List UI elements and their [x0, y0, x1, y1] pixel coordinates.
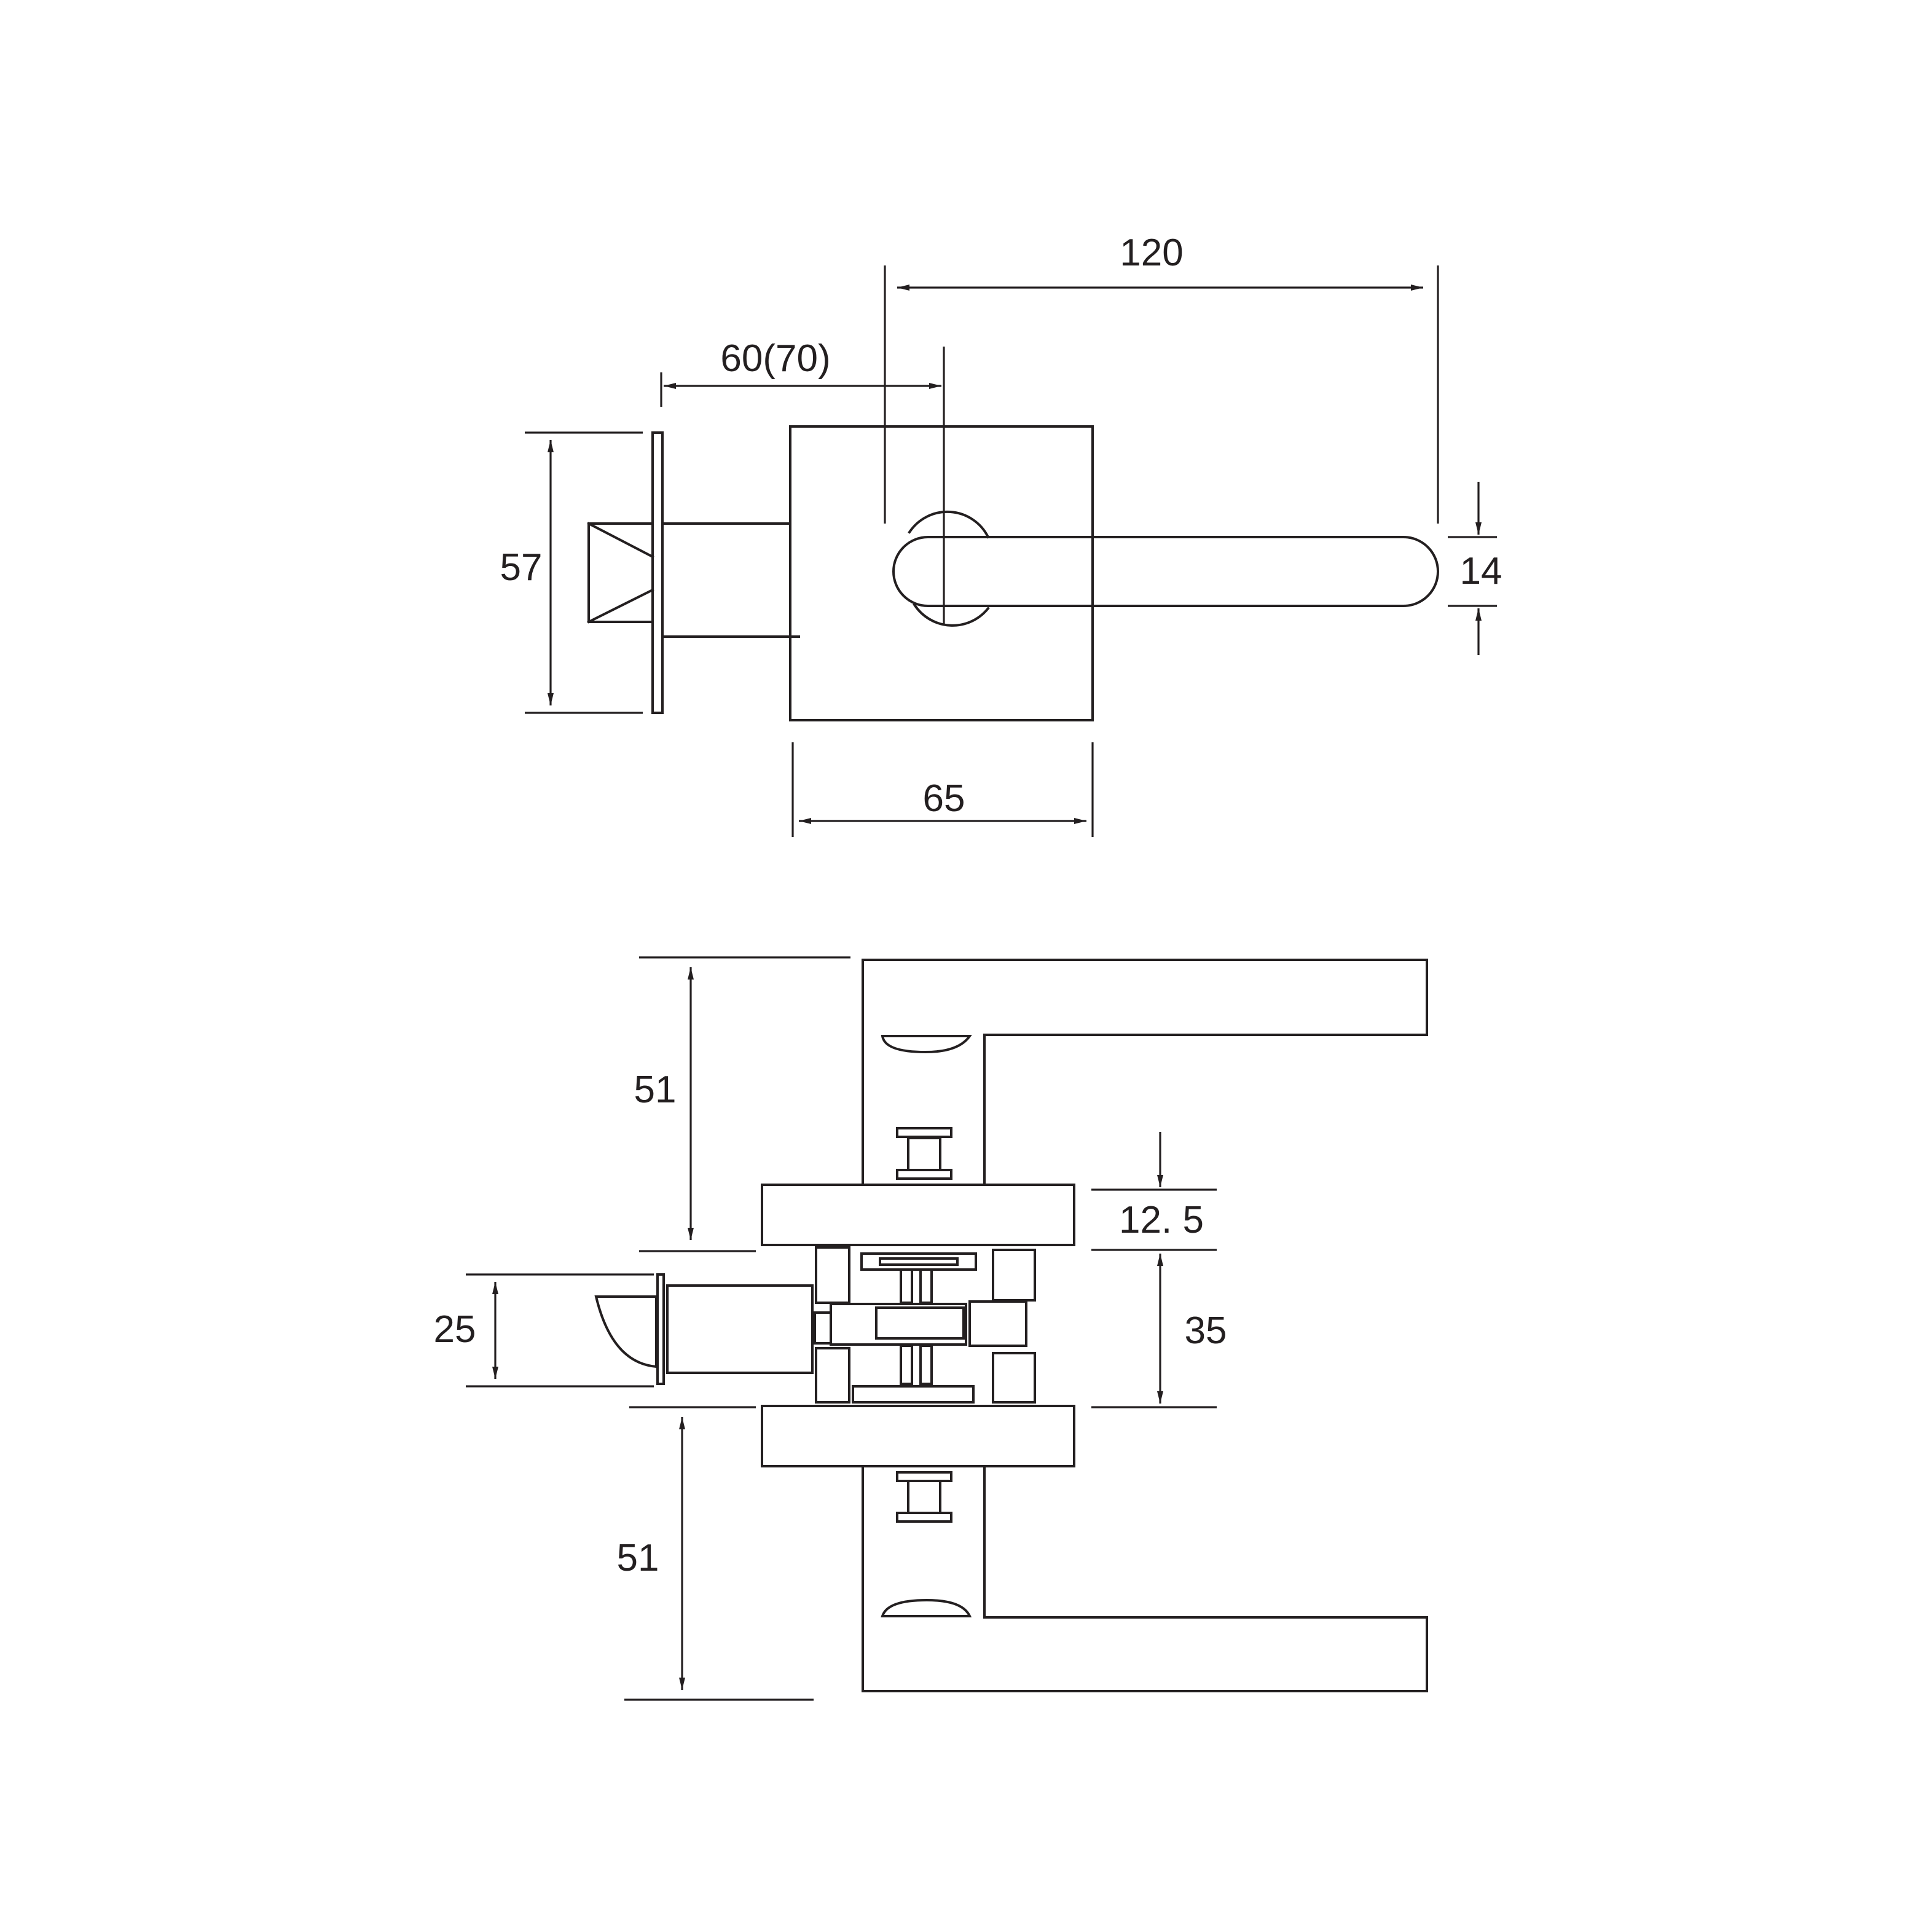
mech-lower-post-right [919, 1345, 933, 1385]
latch-mechanism [814, 1246, 1036, 1404]
dim-label-latch-body-height: 35 [1185, 1310, 1227, 1352]
latch-faceplate-front [656, 1273, 665, 1385]
latch-bolt [587, 522, 654, 624]
mech-lower-post-left [900, 1345, 913, 1385]
dim-label-latch-bolt-height: 25 [434, 1308, 476, 1351]
upper-screw-shaft [907, 1137, 941, 1171]
mech-block-bottom-left [815, 1347, 850, 1404]
upper-rose [761, 1184, 1075, 1246]
latch-bolt-front [594, 1295, 658, 1368]
mech-top-plate [860, 1252, 977, 1271]
dim-label-rose-width: 65 [923, 777, 965, 820]
top-view: 120 60(70) 57 65 14 [500, 232, 1502, 837]
latch-body [666, 1284, 814, 1374]
dim-label-lower-lever-height: 51 [617, 1537, 659, 1579]
dim-label-lever-thickness: 14 [1460, 550, 1502, 592]
mech-spring [814, 1311, 832, 1345]
lower-lever [862, 1466, 1428, 1692]
mech-top-plate-inner [879, 1257, 959, 1266]
mech-block-top-right [992, 1249, 1036, 1302]
lower-screw-shaft [907, 1480, 941, 1514]
mech-centre-inner [875, 1306, 965, 1340]
rose-plate [789, 425, 1094, 721]
upper-screw-base [896, 1169, 952, 1180]
lower-lever-grip-recess [881, 1598, 972, 1617]
mech-side-block-right [968, 1300, 1027, 1347]
dim-label-upper-lever-height: 51 [634, 1069, 677, 1111]
upper-lever-grip-recess [881, 1035, 972, 1054]
front-view: 51 12. 5 35 25 51 [434, 956, 1428, 1701]
mech-upper-post-right [919, 1268, 933, 1304]
dim-label-rose-thickness: 12. 5 [1119, 1199, 1204, 1241]
lower-rose [761, 1405, 1075, 1467]
upper-lever [862, 959, 1428, 1185]
mech-bottom-plate [852, 1385, 975, 1404]
mech-block-bottom-right [992, 1352, 1036, 1404]
mech-block-top-left [815, 1246, 850, 1304]
lower-screw-base [896, 1512, 952, 1523]
dim-label-lever-length: 120 [1120, 232, 1183, 274]
lower-screw-head [896, 1471, 952, 1482]
dim-label-faceplate-height: 57 [500, 546, 543, 589]
dim-label-backset: 60(70) [720, 337, 830, 380]
spindle-collar [908, 510, 990, 627]
latch-faceplate [651, 431, 664, 714]
mech-upper-post-left [900, 1268, 913, 1304]
lever-handle [892, 536, 1439, 607]
upper-screw-head [896, 1127, 952, 1138]
